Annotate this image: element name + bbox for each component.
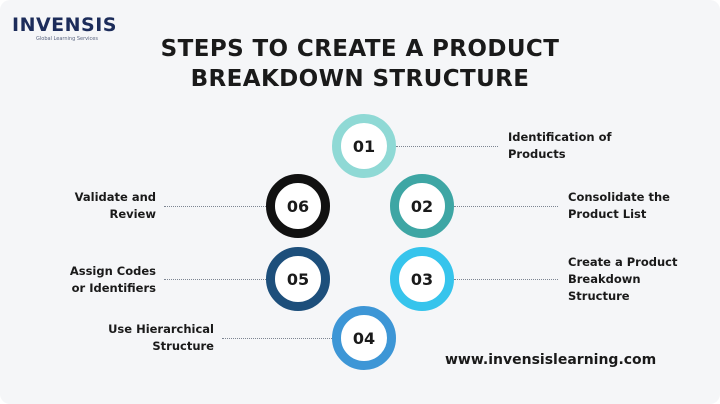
website-link[interactable]: www.invensislearning.com: [445, 352, 657, 368]
step-05-label: Assign Codes or Identifiers: [70, 263, 156, 297]
step-03-label: Create a Product Breakdown Structure: [568, 254, 677, 305]
step-01-label: Identification of Products: [508, 129, 611, 163]
invensis-logo: INVENSIS Global Learning Services: [12, 14, 117, 42]
step-04-label-line: Structure: [152, 339, 214, 353]
step-04-label: Use Hierarchical Structure: [108, 321, 214, 355]
logo-tagline: Global Learning Services: [36, 36, 98, 42]
step-02-label: Consolidate the Product List: [568, 189, 670, 223]
step-01-number: 01: [352, 136, 376, 156]
step-06-label: Validate and Review: [75, 189, 156, 223]
step-03-label-line: Structure: [568, 289, 630, 303]
step-04-label-line: Use Hierarchical: [108, 322, 214, 336]
step-04-number: 04: [352, 328, 376, 348]
logo-wordmark: INVENSIS: [12, 14, 117, 36]
step-01-connector: [396, 146, 498, 147]
page-title-line-1: STEPS TO CREATE A PRODUCT: [160, 36, 560, 62]
step-03-connector: [454, 279, 558, 280]
step-05-label-line: Assign Codes: [69, 264, 156, 278]
step-06-circle: 06: [266, 174, 330, 238]
step-05-circle: 05: [266, 247, 330, 311]
step-03-label-line: Breakdown: [568, 272, 641, 286]
step-04-circle: 04: [332, 306, 396, 370]
step-02-label-line: Consolidate the: [568, 190, 670, 204]
page-title-line-2: BREAKDOWN STRUCTURE: [190, 66, 530, 92]
step-01-label-line: Identification of: [508, 130, 612, 144]
step-06-connector: [164, 206, 268, 207]
step-02-connector: [454, 206, 558, 207]
step-03-circle: 03: [390, 247, 454, 311]
step-03-number: 03: [410, 269, 434, 289]
step-02-label-line: Product List: [568, 207, 647, 221]
step-06-number: 06: [286, 196, 310, 216]
step-01-circle: 01: [332, 114, 396, 178]
step-05-connector: [164, 279, 268, 280]
step-02-circle: 02: [390, 174, 454, 238]
step-05-number: 05: [286, 269, 310, 289]
step-04-connector: [222, 338, 334, 339]
step-03-label-line: Create a Product: [568, 255, 678, 269]
step-05-label-line: or Identifiers: [71, 281, 156, 295]
step-01-label-line: Products: [508, 147, 566, 161]
step-06-label-line: Validate and: [74, 190, 156, 204]
step-02-number: 02: [410, 196, 434, 216]
step-06-label-line: Review: [109, 207, 156, 221]
